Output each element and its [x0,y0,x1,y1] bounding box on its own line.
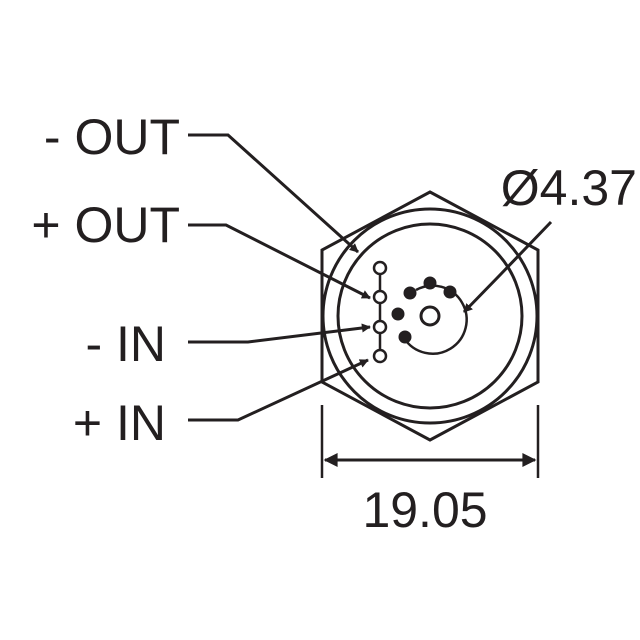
label-width: 19.05 [362,482,487,538]
dark-pin [391,307,405,321]
outer-ring [321,207,539,425]
dark-pin [403,286,417,300]
label-pos-out: + OUT [31,197,180,253]
label-pos-in: + IN [73,395,166,451]
label-neg-out: - OUT [44,109,180,165]
terminal-1 [372,260,388,276]
terminal-3 [372,319,388,335]
leader-neg-out [188,133,360,254]
center-pin [419,305,441,327]
dark-pin [398,330,412,344]
inner-ring [336,222,524,410]
dark-pin [443,285,457,299]
label-neg-in: - IN [85,316,166,372]
label-diameter: Ø4.37 [501,160,637,216]
terminal-2 [372,289,388,305]
dark-pin [423,276,437,290]
terminal-4 [372,348,388,364]
leader-pos-in [188,358,369,422]
hex-body [320,190,540,442]
terminal-chain [372,260,388,364]
leader-pos-out [188,223,371,300]
leader-diameter [462,220,553,314]
leader-neg-in [188,323,371,344]
center-arc [402,284,468,355]
dark-pins [391,276,457,344]
